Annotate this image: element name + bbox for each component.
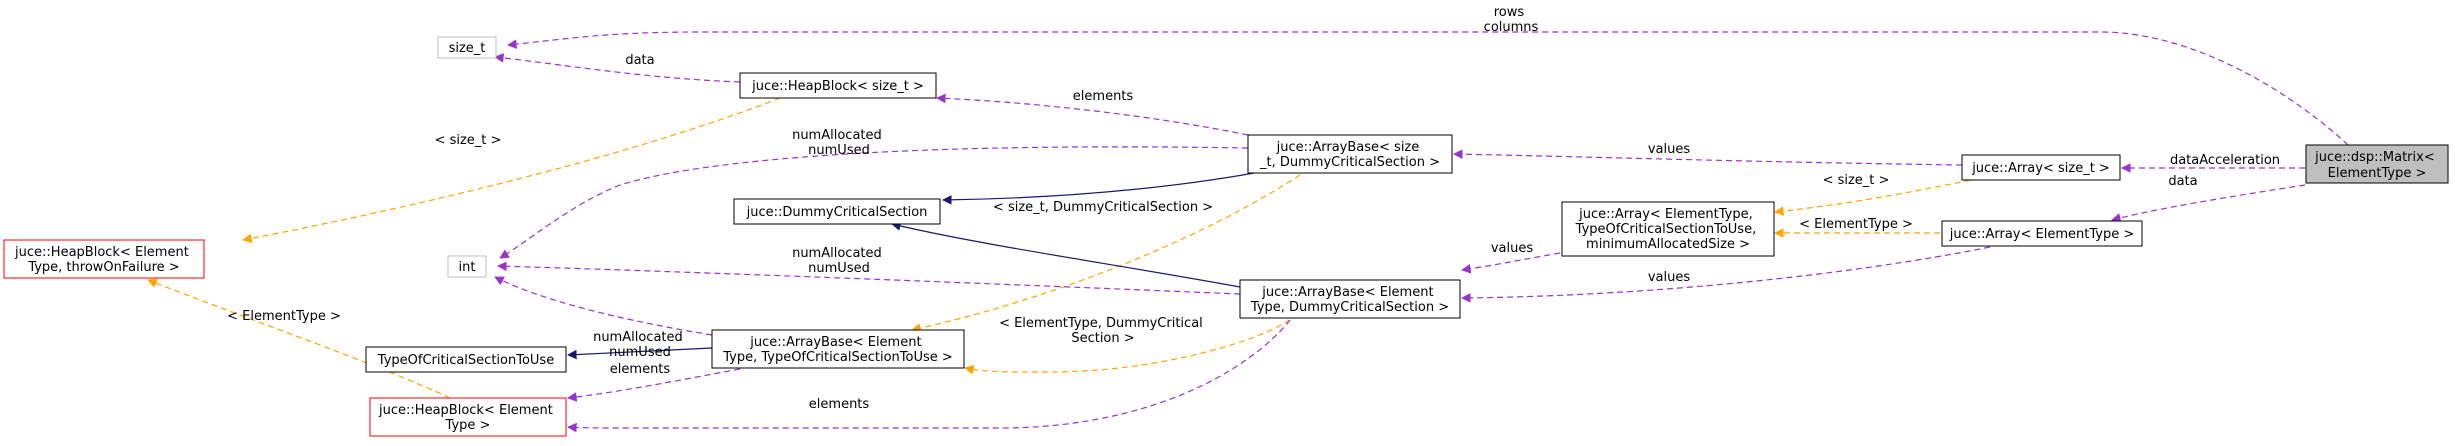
node-arraybase-size_t[interactable]: juce::ArrayBase< size _t, DummyCriticalS… bbox=[1247, 134, 1453, 174]
svg-text:juce::ArrayBase< Element: juce::ArrayBase< Element Type, DummyCrit… bbox=[1250, 285, 1449, 315]
edge-data-right bbox=[2111, 184, 2306, 223]
edge-label-data-right: data bbox=[2168, 174, 2197, 189]
edge-label-elementtype-left: < ElementType > bbox=[227, 309, 341, 324]
edge-numallocated-low bbox=[494, 276, 713, 336]
edge-label-size_t-template: < size_t > bbox=[435, 133, 502, 148]
svg-text:int: int bbox=[459, 260, 476, 275]
edge-label-rows-columns: rows columns bbox=[1484, 5, 1539, 35]
node-arraybase-elementtype[interactable]: juce::ArrayBase< Element Type, DummyCrit… bbox=[1239, 279, 1461, 319]
edge-label-values-bottom: values bbox=[1648, 270, 1691, 285]
node-typeof-critical-section[interactable]: TypeOfCriticalSectionToUse bbox=[365, 346, 567, 373]
edge-label-size_t-dummy: < size_t, DummyCriticalSection > bbox=[993, 200, 1213, 215]
edge-inherit-dummy-top bbox=[942, 165, 1291, 205]
edge-inherit-dummy-bottom bbox=[891, 221, 1241, 288]
edge-elements-bottom bbox=[567, 319, 1291, 433]
node-arraybase-generic[interactable]: juce::ArrayBase< Element Type, TypeOfCri… bbox=[711, 329, 965, 369]
edge-elements-top bbox=[936, 93, 1249, 136]
edge-data-heapblock bbox=[494, 53, 741, 83]
edge-values-bottom bbox=[1461, 246, 1991, 303]
svg-text:juce::ArrayBase< size: juce::ArrayBase< size _t, DummyCriticalS… bbox=[1259, 140, 1440, 170]
edges bbox=[147, 31, 2349, 433]
node-size_t[interactable]: size_t bbox=[437, 36, 497, 59]
node-array-elementtype[interactable]: juce::Array< ElementType > bbox=[1941, 220, 2143, 247]
node-int[interactable]: int bbox=[447, 255, 487, 278]
edge-label-elementtype-template-right: < ElementType > bbox=[1799, 217, 1913, 232]
edge-inherit-typeof bbox=[567, 347, 713, 360]
edge-template-size_t-right bbox=[1774, 175, 1991, 216]
svg-text:size_t: size_t bbox=[449, 41, 486, 56]
edge-elements-mid bbox=[567, 368, 741, 402]
edge-label-values-mid: values bbox=[1491, 241, 1534, 256]
edge-label-data-heapblock: data bbox=[625, 53, 654, 68]
edge-labels: rows columns data elements < size_t > nu… bbox=[227, 5, 2280, 412]
svg-text:juce::Array< size_t >: juce::Array< size_t > bbox=[1971, 161, 2110, 176]
svg-text:juce::HeapBlock< Element: juce::HeapBlock< Element Type > bbox=[378, 403, 557, 433]
svg-text:juce::DummyCriticalSection: juce::DummyCriticalSection bbox=[746, 205, 928, 220]
node-heapblock-size_t[interactable]: juce::HeapBlock< size_t > bbox=[739, 72, 937, 99]
edge-values-mid bbox=[1461, 252, 1561, 274]
edge-values-top bbox=[1453, 149, 1963, 166]
edge-template-size_t bbox=[242, 97, 781, 244]
edge-label-numallocated-mid: numAllocated numUsed bbox=[792, 246, 886, 276]
svg-text:juce::dsp::Matrix< Ele: juce::dsp::Matrix< ElementType > bbox=[2314, 150, 2439, 181]
svg-text:juce::Array< ElementType >: juce::Array< ElementType > bbox=[1949, 227, 2135, 242]
node-matrix[interactable]: juce::dsp::Matrix< ElementType > bbox=[2305, 144, 2449, 184]
edge-label-values-top: values bbox=[1648, 142, 1691, 157]
node-dummy-critical-section[interactable]: juce::DummyCriticalSection bbox=[733, 198, 941, 225]
edge-label-elements-mid: elements bbox=[610, 362, 671, 377]
edge-label-elements-bottom: elements bbox=[809, 397, 870, 412]
edge-template-elementtype-left bbox=[147, 278, 451, 399]
edge-label-numallocated-low: numAllocated numUsed bbox=[593, 330, 687, 360]
edge-numallocated-top bbox=[499, 146, 1249, 259]
node-array-generic[interactable]: juce::Array< ElementType, TypeOfCritical… bbox=[1561, 201, 1775, 257]
edge-label-data-acceleration: dataAcceleration bbox=[2170, 153, 2280, 168]
edge-label-elementtype-dummy: < ElementType, DummyCritical Section > bbox=[999, 316, 1207, 346]
node-heapblock-elementtype[interactable]: juce::HeapBlock< Element Type > bbox=[369, 397, 567, 437]
svg-text:juce::ArrayBase< Element: juce::ArrayBase< Element Type, TypeOfCri… bbox=[722, 335, 953, 365]
edge-label-elements-top: elements bbox=[1073, 89, 1134, 104]
svg-text:juce::Array< ElementType,: juce::Array< ElementType, TypeOfCritical… bbox=[1575, 207, 1761, 252]
nodes: juce::dsp::Matrix< ElementType > size_t … bbox=[3, 36, 2449, 437]
edge-numallocated-mid bbox=[497, 261, 1241, 295]
edge-label-size_t-template-right: < size_t > bbox=[1823, 173, 1890, 188]
edge-label-numallocated-top: numAllocated numUsed bbox=[792, 128, 886, 158]
node-array-size_t[interactable]: juce::Array< size_t > bbox=[1961, 154, 2121, 181]
svg-text:juce::HeapBlock< size_t >: juce::HeapBlock< size_t > bbox=[751, 79, 924, 94]
edge-template-elementtype-dummy bbox=[964, 319, 1291, 375]
edge-template-size_t-dummy bbox=[911, 174, 1301, 333]
node-heapblock-generic[interactable]: juce::HeapBlock< Element Type, throwOnFa… bbox=[3, 239, 205, 279]
svg-text:juce::HeapBlock< Element: juce::HeapBlock< Element Type, throwOnFa… bbox=[14, 245, 193, 275]
svg-text:TypeOfCriticalSectionToUse: TypeOfCriticalSectionToUse bbox=[377, 353, 554, 368]
